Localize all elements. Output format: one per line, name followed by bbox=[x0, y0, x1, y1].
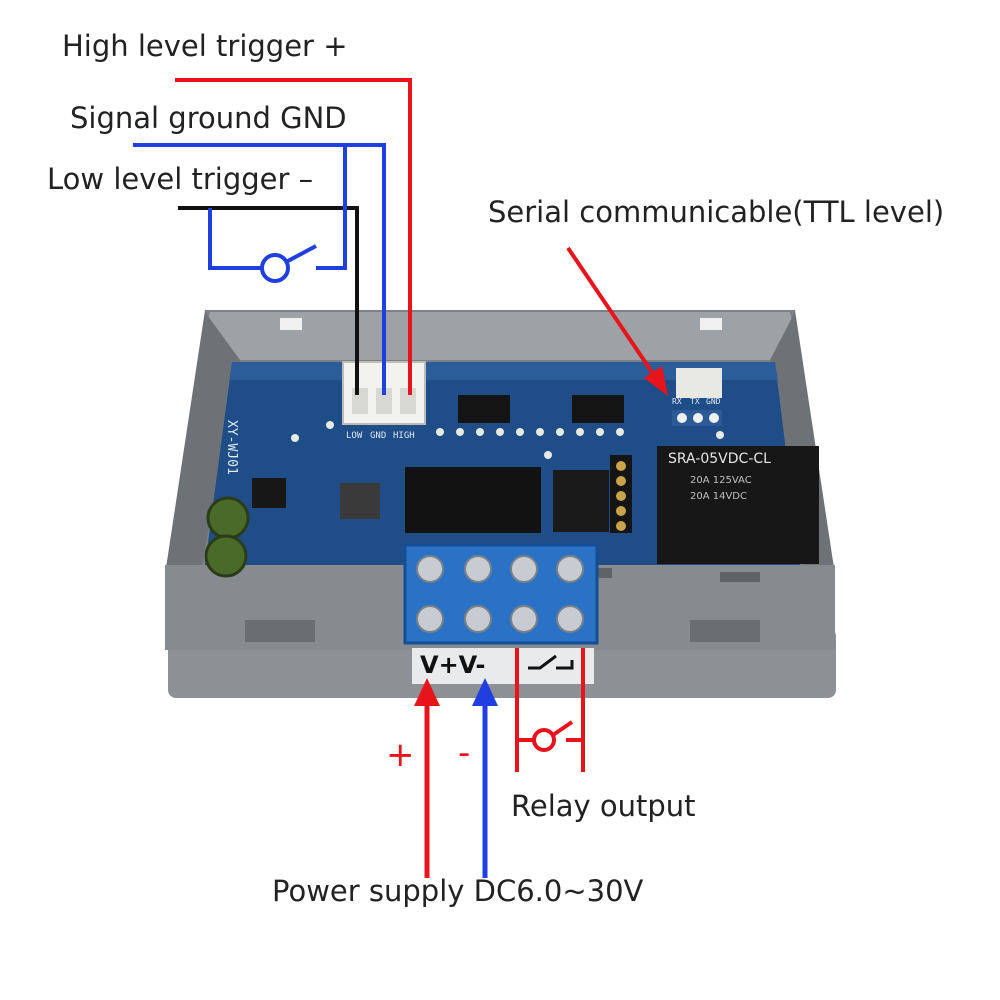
vent-right bbox=[700, 318, 722, 330]
inductor bbox=[340, 483, 380, 519]
terminal-label-strip bbox=[412, 648, 594, 684]
main-ic bbox=[405, 467, 541, 533]
relay-output-wires bbox=[515, 648, 585, 772]
secondary-ic bbox=[553, 470, 609, 532]
case-notch-2 bbox=[720, 572, 760, 582]
label-signal-ground: Signal ground GND bbox=[70, 101, 347, 135]
relay-rating-1: 20A 125VAC bbox=[690, 475, 752, 486]
label-plus-sign: + bbox=[386, 735, 415, 775]
enclosure-rim bbox=[200, 312, 800, 360]
enclosure-left-wall bbox=[165, 312, 240, 575]
power-arrows bbox=[414, 678, 498, 878]
clip-slot-left bbox=[245, 620, 315, 642]
wire-low bbox=[178, 206, 359, 395]
pin-label-high: HIGH bbox=[393, 431, 415, 441]
label-minus-sign: - bbox=[458, 733, 471, 773]
trigger-wires bbox=[133, 78, 412, 395]
switch-loop-right bbox=[316, 145, 347, 270]
serial-pin-tx: TX bbox=[690, 397, 700, 406]
label-low-trigger: Low level trigger – bbox=[47, 162, 314, 196]
switch-loop-left bbox=[208, 208, 262, 270]
switch-contact bbox=[260, 253, 290, 283]
optocoupler-1 bbox=[458, 395, 510, 423]
board-model-text: XY-WJ01 bbox=[224, 420, 239, 475]
vent-left bbox=[280, 318, 302, 330]
serial-pin-rx: RX bbox=[672, 397, 682, 406]
label-power-supply: Power supply DC6.0~30V bbox=[272, 874, 644, 908]
optocoupler-2 bbox=[572, 395, 624, 423]
relay-model-text: SRA-05VDC-CL bbox=[668, 451, 771, 467]
label-switch-symbol bbox=[528, 654, 574, 670]
terminal-vplus-vminus: V+V- bbox=[420, 651, 486, 679]
pin-label-gnd: GND bbox=[370, 431, 387, 441]
relay bbox=[657, 446, 819, 564]
serial-arrow bbox=[566, 246, 668, 396]
clip-slot-right bbox=[690, 620, 760, 642]
pin-label-low: LOW bbox=[346, 431, 363, 441]
serial-pin-gnd: GND bbox=[706, 397, 721, 406]
jst-slot-2 bbox=[376, 388, 392, 414]
regulator-chip bbox=[252, 478, 286, 508]
label-relay-output: Relay output bbox=[511, 789, 696, 823]
usb-component bbox=[676, 368, 722, 398]
wire-gnd bbox=[133, 143, 386, 395]
label-high-trigger: High level trigger + bbox=[62, 29, 348, 63]
screw-terminal bbox=[403, 543, 599, 684]
switch-lever bbox=[285, 244, 317, 264]
jst-slot-1 bbox=[352, 388, 368, 414]
capacitor-2 bbox=[204, 534, 248, 578]
relay-rating-2: 20A 14VDC bbox=[690, 491, 747, 502]
label-serial: Serial communicable(TTL level) bbox=[488, 195, 945, 229]
capacitor-1 bbox=[206, 496, 250, 540]
wire-high bbox=[175, 78, 412, 395]
